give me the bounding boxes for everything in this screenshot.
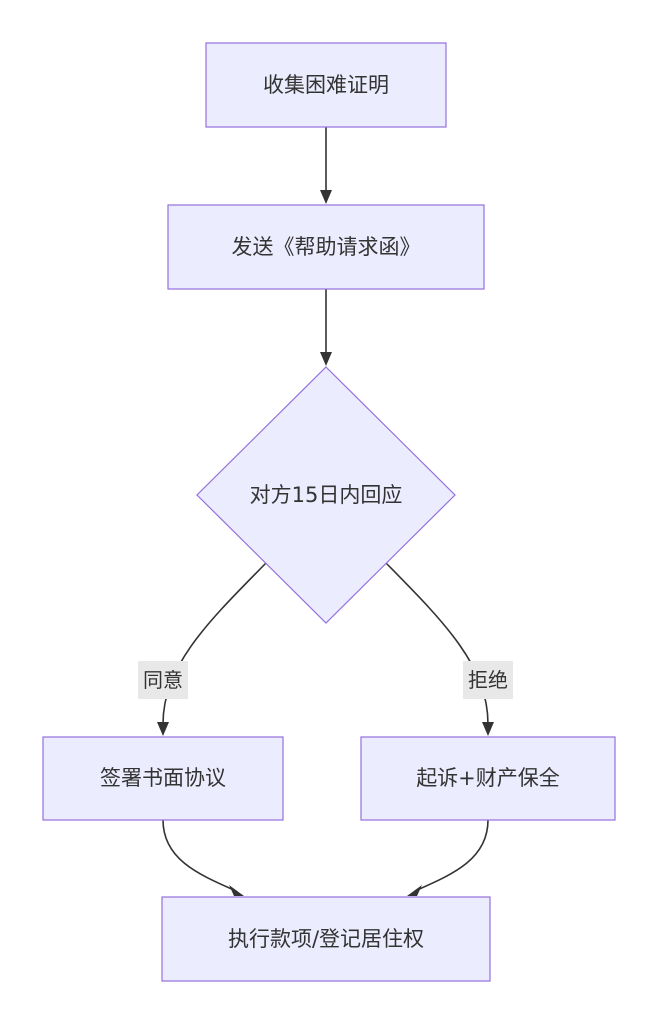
- edge-decision-to-sue: [385, 562, 489, 725]
- edges: [157, 127, 494, 896]
- node-send-letter-label: 发送《帮助请求函》: [232, 235, 421, 259]
- arrowhead-execute-right: [407, 885, 422, 896]
- node-sign-agreement-label: 签署书面协议: [100, 766, 226, 790]
- edge-sue-to-execute: [414, 819, 489, 892]
- node-decision: 对方15日内回应: [196, 366, 456, 624]
- node-collect-proof: 收集困难证明: [205, 42, 447, 128]
- arrowhead-send: [320, 190, 332, 204]
- node-send-letter: 发送《帮助请求函》: [167, 204, 485, 290]
- arrowhead-decision: [320, 352, 332, 366]
- node-execute-label: 执行款项/登记居住权: [228, 927, 424, 951]
- edge-label-refuse: 拒绝: [463, 661, 513, 699]
- arrowhead-sign: [157, 722, 169, 736]
- node-collect-proof-label: 收集困难证明: [263, 73, 389, 97]
- edge-label-agree: 同意: [138, 661, 188, 699]
- edge-label-refuse-text: 拒绝: [468, 668, 508, 692]
- arrowhead-execute-left: [229, 885, 244, 896]
- node-sign-agreement: 签署书面协议: [42, 736, 284, 821]
- node-execute: 执行款项/登记居住权: [161, 896, 491, 982]
- node-sue-label: 起诉+财产保全: [416, 766, 560, 790]
- node-sue: 起诉+财产保全: [360, 736, 616, 821]
- arrowhead-sue: [482, 722, 494, 736]
- node-decision-label: 对方15日内回应: [250, 483, 403, 507]
- edge-label-agree-text: 同意: [143, 668, 183, 692]
- edge-sign-to-execute: [162, 819, 237, 892]
- edge-decision-to-sign: [162, 562, 267, 725]
